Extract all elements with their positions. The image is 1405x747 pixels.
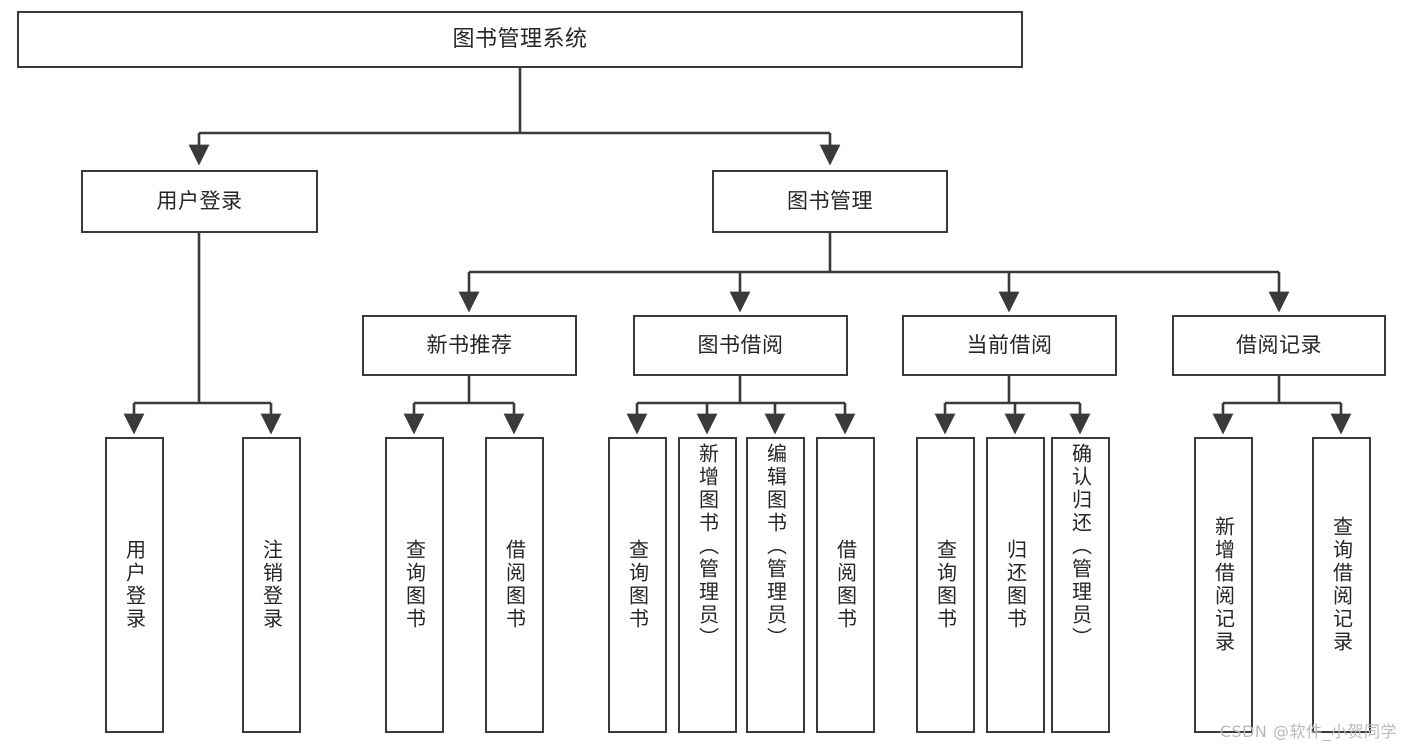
node-label: 用户登录 bbox=[122, 539, 147, 631]
node-label: 借阅图书 bbox=[502, 539, 527, 631]
node-label: 图书借阅 bbox=[697, 333, 784, 358]
node-current-borrow[interactable]: 当前借阅 bbox=[902, 315, 1117, 376]
leaf-confirm-return[interactable]: 确认归还（管理员） bbox=[1051, 437, 1110, 733]
leaf-edit-book[interactable]: 编辑图书（管理员） bbox=[746, 437, 805, 733]
node-label: 用户登录 bbox=[156, 189, 243, 214]
node-book-management[interactable]: 图书管理 bbox=[712, 170, 948, 233]
node-label: 借阅记录 bbox=[1236, 333, 1322, 358]
leaf-borrow-book-2[interactable]: 借阅图书 bbox=[816, 437, 875, 733]
node-label: 查询图书 bbox=[625, 539, 650, 631]
node-label: 图书管理系统 bbox=[452, 26, 588, 52]
leaf-borrow-book-1[interactable]: 借阅图书 bbox=[485, 437, 544, 733]
node-book-borrow[interactable]: 图书借阅 bbox=[633, 315, 848, 376]
node-label: 查询借阅记录 bbox=[1329, 516, 1354, 654]
node-label: 归还图书 bbox=[1003, 539, 1028, 631]
node-root-book-management-system[interactable]: 图书管理系统 bbox=[17, 11, 1023, 68]
node-label: 确认归还（管理员） bbox=[1068, 443, 1093, 650]
node-borrow-record[interactable]: 借阅记录 bbox=[1172, 315, 1386, 376]
leaf-query-record[interactable]: 查询借阅记录 bbox=[1312, 437, 1371, 733]
node-label: 借阅图书 bbox=[833, 539, 858, 631]
node-label: 编辑图书（管理员） bbox=[763, 443, 788, 650]
watermark: CSDN @软件_小贺同学 bbox=[1219, 722, 1397, 741]
node-label: 新增图书（管理员） bbox=[695, 443, 720, 650]
node-new-book-recommend[interactable]: 新书推荐 bbox=[362, 315, 577, 376]
leaf-query-book-3[interactable]: 查询图书 bbox=[916, 437, 975, 733]
node-user-login[interactable]: 用户登录 bbox=[81, 170, 318, 233]
leaf-return-book[interactable]: 归还图书 bbox=[986, 437, 1045, 733]
leaf-logout-login[interactable]: 注销登录 bbox=[242, 437, 301, 733]
node-label: 查询图书 bbox=[402, 539, 427, 631]
node-label: 注销登录 bbox=[259, 539, 284, 631]
leaf-query-book-2[interactable]: 查询图书 bbox=[608, 437, 667, 733]
node-label: 新增借阅记录 bbox=[1211, 516, 1236, 654]
node-label: 查询图书 bbox=[933, 539, 958, 631]
node-label: 图书管理 bbox=[787, 189, 873, 214]
leaf-add-book[interactable]: 新增图书（管理员） bbox=[678, 437, 737, 733]
leaf-add-record[interactable]: 新增借阅记录 bbox=[1194, 437, 1253, 733]
node-label: 当前借阅 bbox=[966, 333, 1053, 358]
leaf-user-login[interactable]: 用户登录 bbox=[105, 437, 164, 733]
node-label: 新书推荐 bbox=[426, 333, 513, 358]
leaf-query-book-1[interactable]: 查询图书 bbox=[385, 437, 444, 733]
